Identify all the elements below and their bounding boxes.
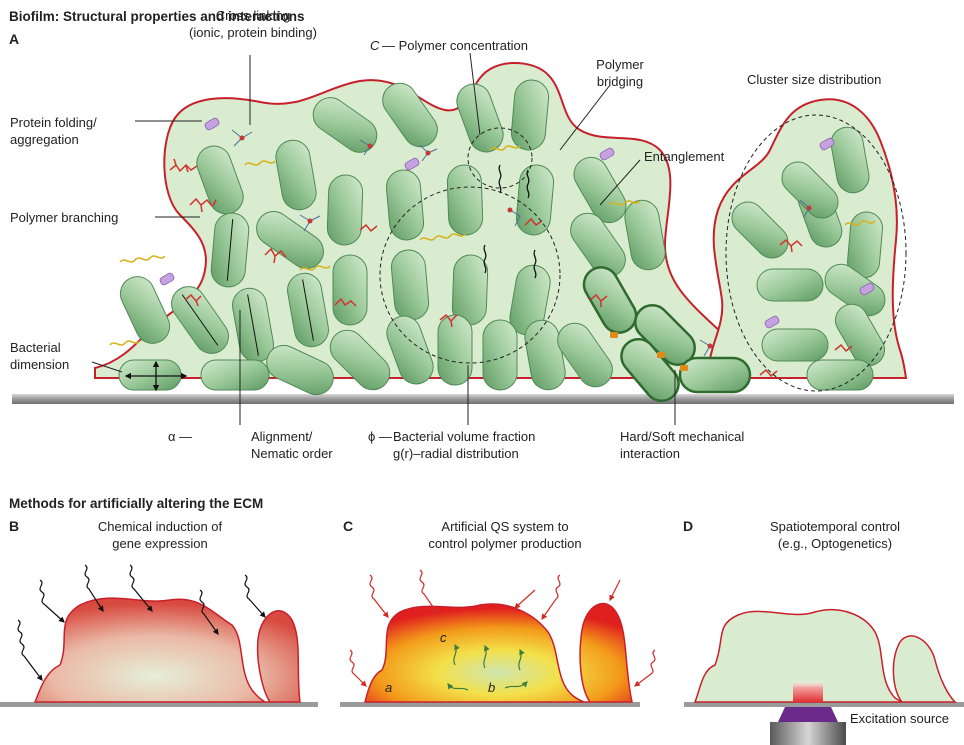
biofilm-d [695, 610, 955, 702]
bacterium-cell [327, 174, 363, 245]
substrate-a [12, 394, 954, 404]
panel-d-letter: D [683, 519, 693, 534]
bacterium-cell [390, 249, 430, 322]
label-volume-fraction-2: g(r)–radial distribution [393, 446, 519, 461]
bacterium-cell [757, 269, 823, 301]
bacterium-cell [483, 320, 517, 390]
bacterium-cell [201, 360, 269, 390]
label-bacterial-dimension-1: Bacterial [10, 340, 61, 355]
bacterium-cell [762, 329, 828, 361]
excitation-source-label: Excitation source [850, 711, 949, 726]
panel-c-caption-1: Artificial QS system to [395, 519, 615, 534]
label-mechanical-2: interaction [620, 446, 680, 461]
label-polymer-bridging-1: Polymer [585, 57, 655, 72]
panel-c-mark-a: a [385, 680, 392, 695]
label-cluster-size: Cluster size distribution [747, 72, 881, 87]
panel-c-caption-2: control polymer production [395, 536, 615, 551]
bacterium-cell [385, 169, 425, 242]
methods-title: Methods for artificially altering the EC… [9, 496, 263, 511]
label-mechanical-1: Hard/Soft mechanical [620, 429, 744, 444]
panel-b-caption-1: Chemical induction of [60, 519, 260, 534]
label-polymer-branching: Polymer branching [10, 210, 118, 225]
panel-d-caption-2: (e.g., Optogenetics) [735, 536, 935, 551]
biofilm-b [35, 598, 300, 702]
panel-c-mark-b: b [488, 680, 495, 695]
excitation-lamp [770, 722, 846, 745]
label-protein-folding-1: Protein folding/ [10, 115, 97, 130]
bacterium-cell [447, 164, 483, 235]
biofilm-c [365, 604, 632, 702]
label-entanglement: Entanglement [644, 149, 724, 164]
label-concentration-symbol: C [370, 38, 379, 53]
label-volume-fraction-symbol: ϕ — [368, 429, 392, 444]
bacterium-cell [680, 358, 750, 392]
bacterium-cell [438, 315, 472, 385]
label-protein-folding-2: aggregation [10, 132, 79, 147]
panel-a-diagram [12, 53, 954, 425]
light-beam [793, 680, 823, 702]
bacterium-cell [515, 164, 555, 237]
label-alignment-1: Alignment/ [251, 429, 312, 444]
label-cross-linking-2: (ionic, protein binding) [168, 25, 338, 40]
panel-b-diagram [0, 565, 318, 707]
label-bacterial-dimension-2: dimension [10, 357, 69, 372]
label-volume-fraction-1: Bacterial volume fraction [393, 429, 535, 444]
label-alignment-symbol: α — [168, 429, 192, 444]
panel-c-mark-c: c [440, 630, 447, 645]
bacterium-cell [119, 360, 181, 390]
panel-b-letter: B [9, 519, 19, 534]
bacterium-cell [333, 255, 367, 325]
label-polymer-concentration: — Polymer concentration [382, 38, 528, 53]
concentration-symbol: C [370, 38, 379, 53]
label-polymer-bridging-2: bridging [585, 74, 655, 89]
panel-b-caption-2: gene expression [60, 536, 260, 551]
panel-a-letter: A [9, 32, 19, 47]
bacterium-cell [510, 79, 550, 152]
panel-c-letter: C [343, 519, 353, 534]
label-cross-linking-1: Cross linking [178, 8, 328, 23]
panel-d-caption-1: Spatiotemporal control [735, 519, 935, 534]
lens [778, 707, 838, 722]
label-alignment-2: Nematic order [251, 446, 333, 461]
